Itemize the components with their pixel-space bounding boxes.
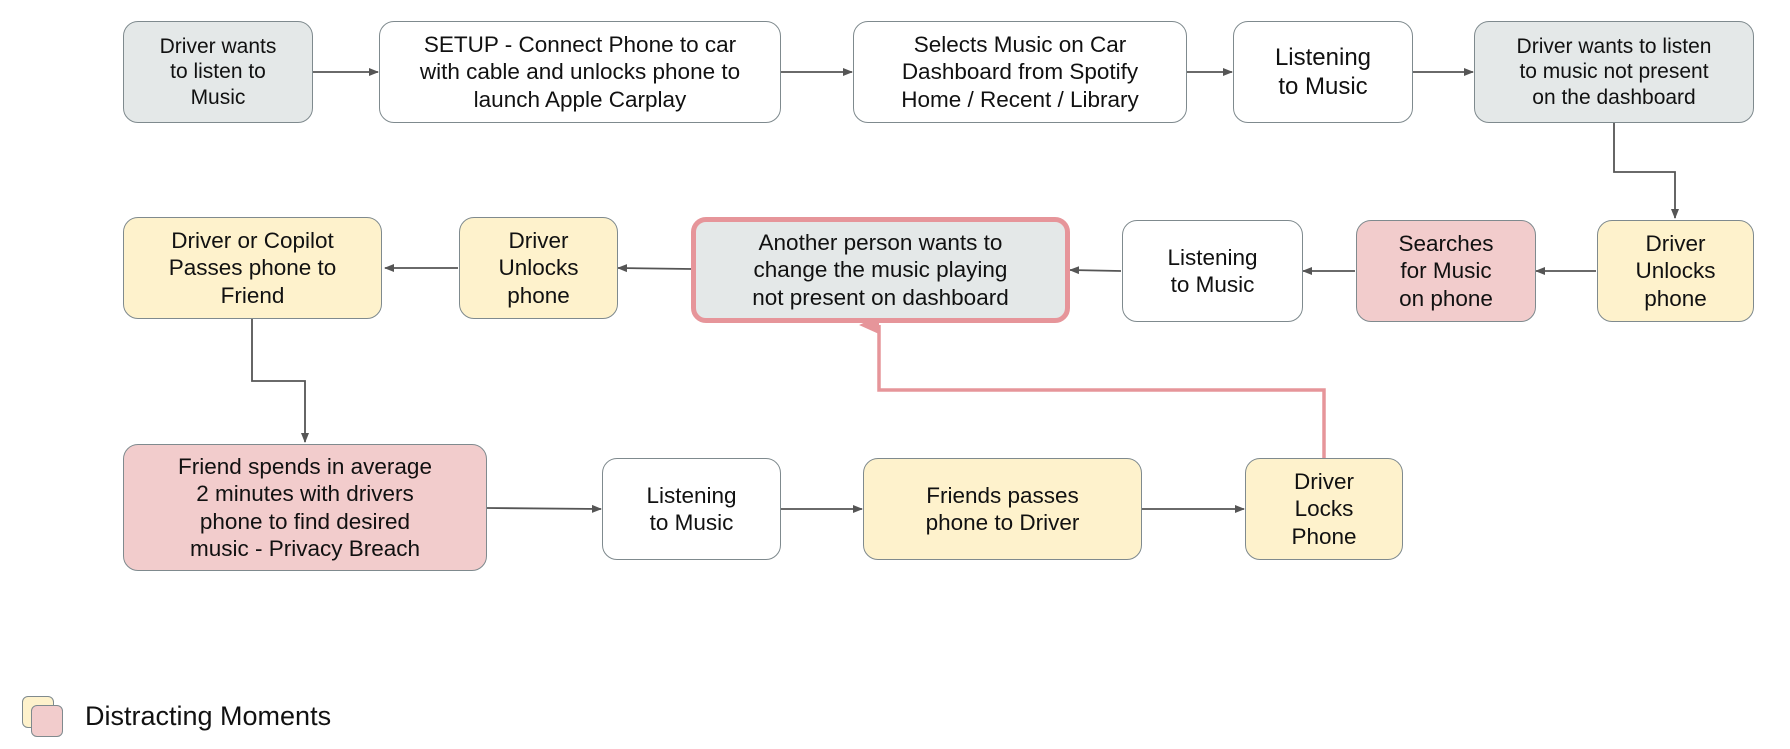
node-listening-to-music-3: Listening to Music	[602, 458, 781, 560]
node-driver-wants-music: Driver wants to listen to Music	[123, 21, 313, 123]
node-driver-wants-music-not-present-label: Driver wants to listen to music not pres…	[1516, 34, 1712, 109]
node-friend-privacy-breach-label: Friend spends in average 2 minutes with …	[178, 453, 432, 561]
node-driver-locks-phone-label: Driver Locks Phone	[1291, 468, 1357, 549]
node-driver-wants-music-label: Driver wants to listen to Music	[159, 34, 277, 109]
node-driver-unlocks-phone-1: Driver Unlocks phone	[1597, 220, 1754, 322]
node-setup-connect-phone: SETUP - Connect Phone to car with cable …	[379, 21, 781, 123]
arrow-n5-n6	[1613, 123, 1679, 219]
node-driver-unlocks-phone-2: Driver Unlocks phone	[459, 217, 618, 319]
arrow-n11-n12	[251, 318, 309, 443]
node-friend-passes-phone-back: Friends passes phone to Driver	[863, 458, 1142, 560]
node-listening-to-music-2-label: Listening to Music	[1167, 244, 1258, 297]
arrow-n9-n10	[617, 264, 693, 273]
node-friend-passes-phone-back-label: Friends passes phone to Driver	[925, 482, 1080, 535]
node-listening-to-music-3-label: Listening to Music	[646, 482, 737, 535]
node-selects-music-dashboard-label: Selects Music on Car Dashboard from Spot…	[901, 31, 1139, 112]
legend-pink-swatch	[31, 705, 63, 737]
arrow-n15-n9-loop	[859, 316, 1326, 458]
node-listening-to-music-1: Listening to Music	[1233, 21, 1413, 123]
node-driver-wants-music-not-present: Driver wants to listen to music not pres…	[1474, 21, 1754, 123]
arrow-n8-n9	[1069, 266, 1122, 275]
node-searches-music-phone-label: Searches for Music on phone	[1398, 230, 1494, 311]
node-driver-locks-phone: Driver Locks Phone	[1245, 458, 1403, 560]
node-setup-connect-phone-label: SETUP - Connect Phone to car with cable …	[419, 31, 741, 112]
node-driver-unlocks-phone-1-label: Driver Unlocks phone	[1635, 230, 1716, 311]
node-another-person-wants-change: Another person wants to change the music…	[691, 217, 1070, 323]
node-selects-music-dashboard: Selects Music on Car Dashboard from Spot…	[853, 21, 1187, 123]
node-searches-music-phone: Searches for Music on phone	[1356, 220, 1536, 322]
node-driver-copilot-passes-phone-label: Driver or Copilot Passes phone to Friend	[168, 227, 337, 308]
node-driver-unlocks-phone-2-label: Driver Unlocks phone	[498, 227, 579, 308]
node-listening-to-music-2: Listening to Music	[1122, 220, 1303, 322]
node-listening-to-music-1-label: Listening to Music	[1274, 43, 1372, 100]
node-friend-privacy-breach: Friend spends in average 2 minutes with …	[123, 444, 487, 571]
arrow-n12-n13	[486, 504, 602, 513]
node-another-person-wants-change-label: Another person wants to change the music…	[752, 229, 1009, 310]
node-driver-copilot-passes-phone: Driver or Copilot Passes phone to Friend	[123, 217, 382, 319]
legend-label: Distracting Moments	[85, 701, 332, 731]
